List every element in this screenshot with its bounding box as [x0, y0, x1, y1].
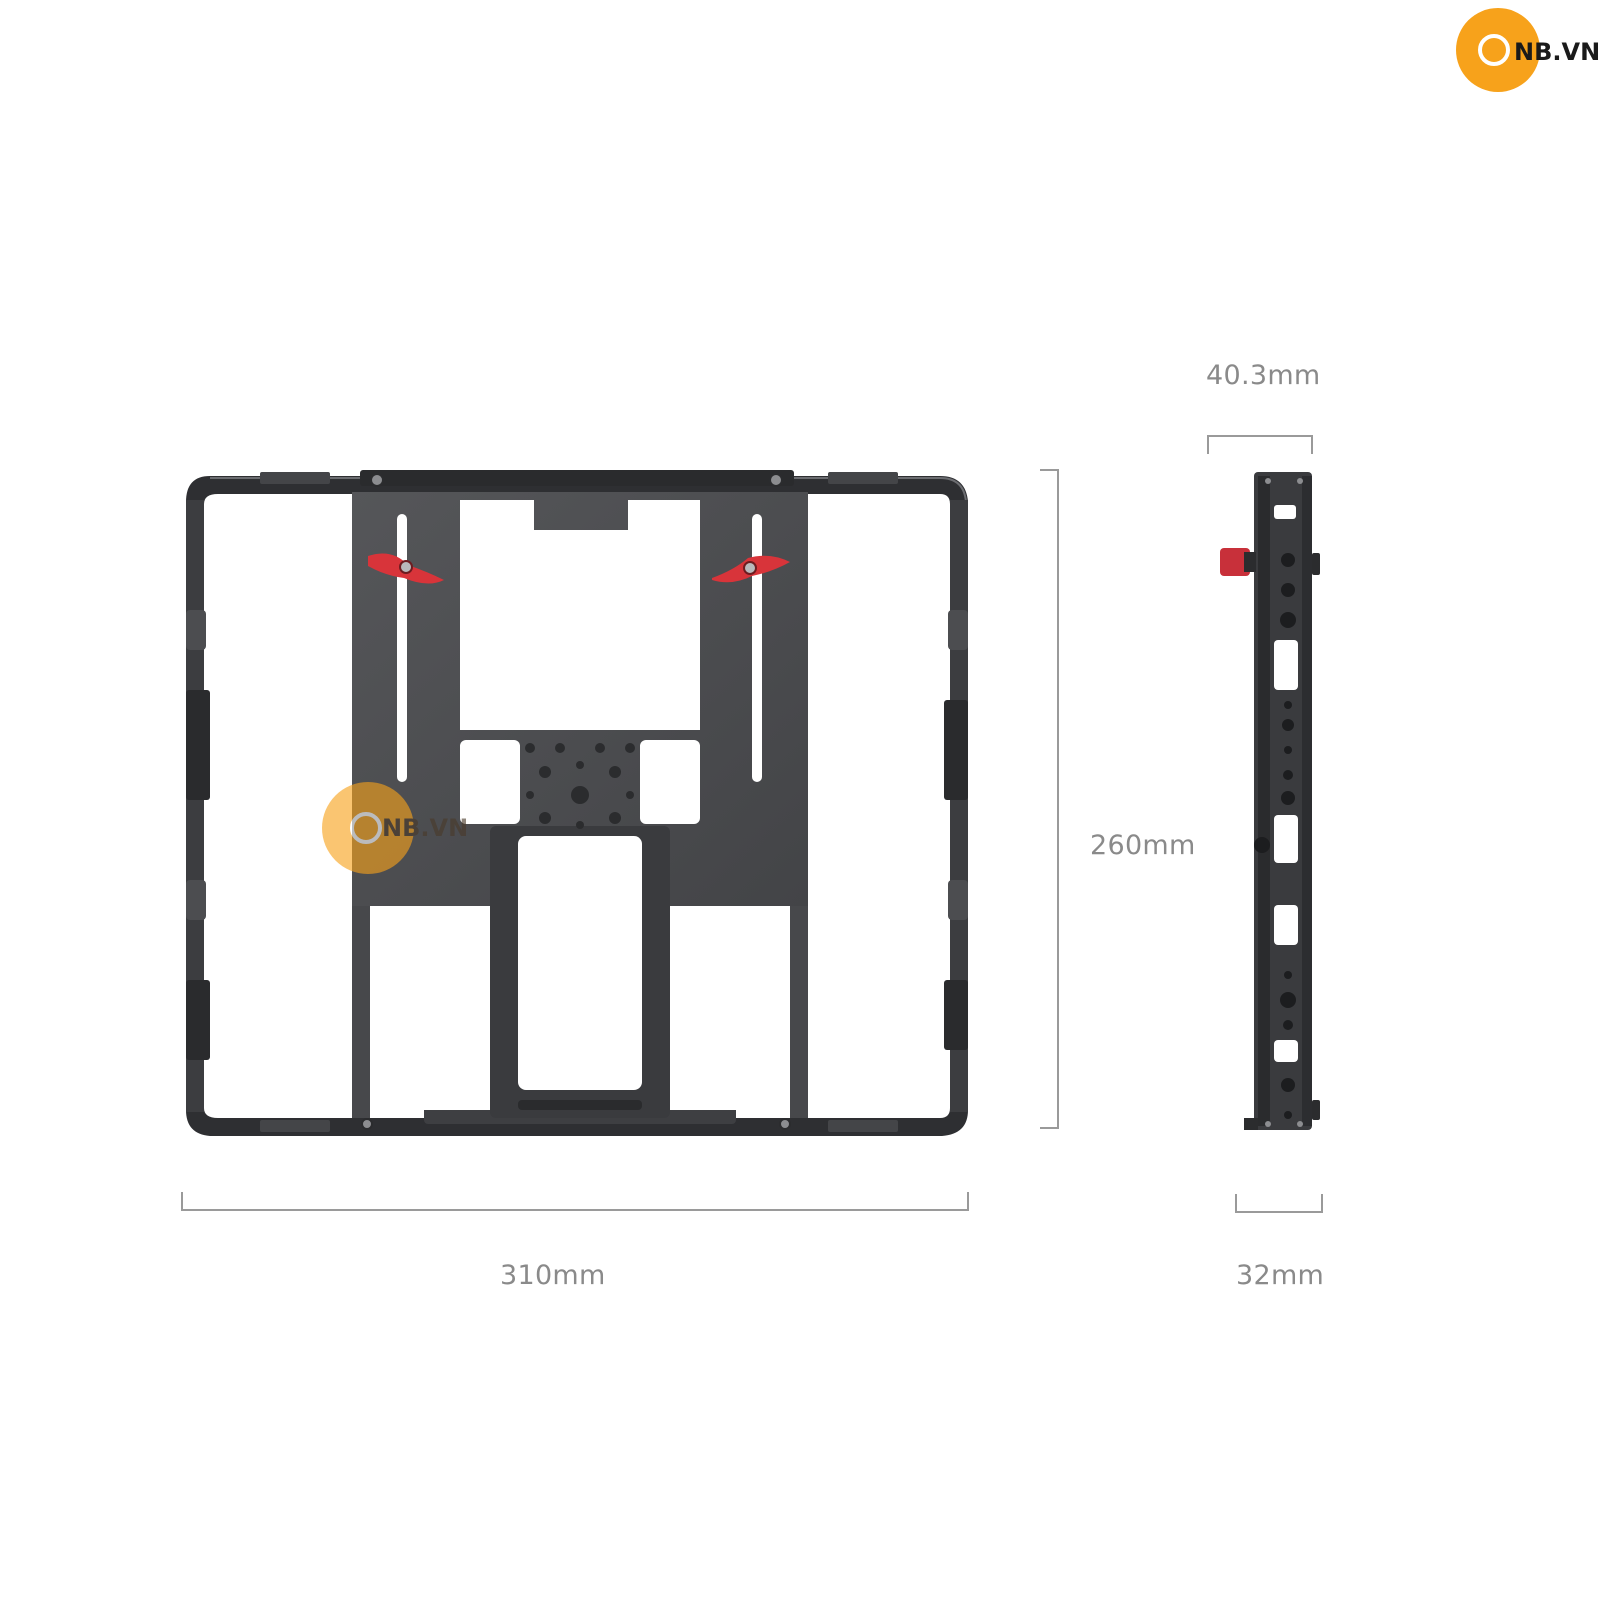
right-lock-knob [712, 555, 790, 583]
bottom-depth-dimension-line [1235, 1194, 1323, 1213]
central-mount-plate [352, 473, 808, 1130]
watermark-ring-icon [350, 812, 382, 844]
brand-watermark: NB.VN [322, 782, 482, 874]
cage-side-view [1220, 472, 1320, 1130]
top-depth-dimension-line [1207, 435, 1313, 454]
height-label: 260mm [1090, 830, 1196, 861]
left-lock-knob [368, 553, 444, 584]
height-dimension-line [1040, 469, 1059, 1129]
depth-bottom-label: 32mm [1236, 1260, 1325, 1291]
brand-logo: NB.VN [1456, 8, 1600, 94]
depth-top-label: 40.3mm [1206, 360, 1321, 391]
watermark-text: NB.VN [382, 814, 469, 842]
width-label: 310mm [500, 1260, 606, 1291]
brand-logo-text: NB.VN [1514, 38, 1600, 66]
width-dimension-line [181, 1192, 969, 1211]
brand-logo-ring-icon [1478, 34, 1510, 66]
